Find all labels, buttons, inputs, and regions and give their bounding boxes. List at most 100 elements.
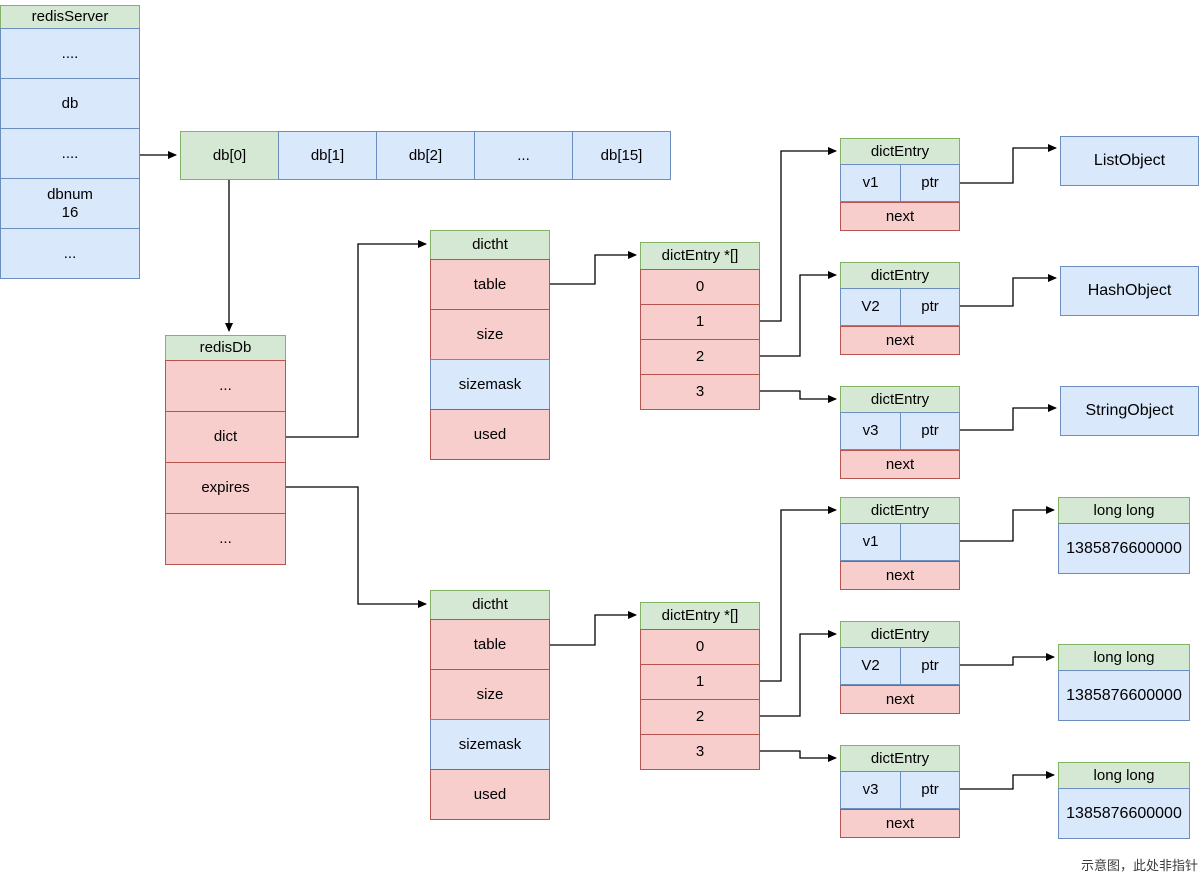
expire-entry-v1-ptr [900,523,960,561]
arrow-slot2-to-entry-v2 [760,271,837,357]
db-array-cell-ellipsis: ... [474,131,573,180]
arrow-to-longlong-3 [960,771,1055,790]
dict-entry-v3-header: dictEntry [840,386,960,413]
expire-entry-v3-header: dictEntry [840,745,960,772]
redis-server-table: redisServer .... db .... dbnum 16 ... [0,5,140,279]
dict-entry-v2-next: next [840,326,960,355]
long-long-3-header: long long [1058,762,1190,789]
dict-entry-v3-kv-row: v3 ptr [840,412,960,450]
redis-server-row-db: db [0,78,140,129]
expire-entry-v1-next: next [840,561,960,590]
list-object-label: ListObject [1060,136,1199,186]
dict-entry-v1-kv-row: v1 ptr [840,164,960,202]
arrow-slot1-to-expire-entry-v1 [760,506,837,682]
arrow-slot1-to-entry-v1 [760,147,837,322]
bucket-array-expires: dictEntry *[] 0 1 2 3 [640,602,760,770]
long-long-1-value: 1385876600000 [1058,523,1190,574]
dict-entry-v3: dictEntry v3 ptr next [840,386,960,479]
arrow-slot2-to-expire-entry-v2 [760,630,837,717]
dictht-expires-row-sizemask: sizemask [430,719,550,770]
db-array-cell-15: db[15] [572,131,671,180]
expire-entry-v1-key: v1 [840,523,901,561]
arrow-table-to-bucket-bottom [550,611,637,646]
redis-db-row-3: ... [165,513,286,565]
dict-entry-v1: dictEntry v1 ptr next [840,138,960,231]
dict-entry-v1-header: dictEntry [840,138,960,165]
expire-entry-v2-header: dictEntry [840,621,960,648]
redis-db-table: redisDb ... dict expires ... [165,335,286,565]
bucket-dict-header: dictEntry *[] [640,242,760,270]
arrow-slot3-to-expire-entry-v3 [760,750,837,762]
bucket-expires-slot-2: 2 [640,699,760,735]
redis-db-row-expires: expires [165,462,286,514]
expire-entry-v2-next: next [840,685,960,714]
bucket-expires-header: dictEntry *[] [640,602,760,630]
db-array-cell-0: db[0] [180,131,279,180]
bucket-dict-slot-0: 0 [640,269,760,305]
long-long-2-value: 1385876600000 [1058,670,1190,721]
dictht-dict-row-used: used [430,409,550,460]
long-long-3-value: 1385876600000 [1058,788,1190,839]
redis-server-row-0: .... [0,28,140,79]
expire-entry-v1-header: dictEntry [840,497,960,524]
redis-server-header: redisServer [0,5,140,29]
expire-entry-v3-key: v3 [840,771,901,809]
arrow-ptr-to-listobject [960,144,1057,184]
long-long-2-header: long long [1058,644,1190,671]
long-long-1-header: long long [1058,497,1190,524]
dictht-expires-header: dictht [430,590,550,620]
bucket-expires-slot-3: 3 [640,734,760,770]
arrow-to-longlong-1 [960,506,1055,542]
dictht-dict-row-sizemask: sizemask [430,359,550,410]
arrow-ptr-to-hashobject [960,274,1057,307]
dictht-expires-row-table: table [430,619,550,670]
redis-db-row-0: ... [165,360,286,412]
dict-entry-v1-next: next [840,202,960,231]
bucket-array-dict: dictEntry *[] 0 1 2 3 [640,242,760,410]
bucket-dict-slot-1: 1 [640,304,760,340]
arrow-ptr-to-stringobject [960,404,1057,431]
expire-entry-v2: dictEntry V2 ptr next [840,621,960,714]
expire-entry-v3-ptr: ptr [900,771,960,809]
db-array-cell-1: db[1] [278,131,377,180]
bucket-dict-slot-3: 3 [640,374,760,410]
hash-object-label: HashObject [1060,266,1199,316]
arrow-to-longlong-2 [960,653,1055,666]
db-array-cell-2: db[2] [376,131,475,180]
dictht-expires-row-used: used [430,769,550,820]
long-long-box-1: long long 1385876600000 [1058,497,1190,574]
dict-entry-v2: dictEntry V2 ptr next [840,262,960,355]
redis-server-row-4: ... [0,228,140,279]
dictht-expires-row-size: size [430,669,550,720]
dictht-dict-table: dictht table size sizemask used [430,230,550,460]
bucket-expires-slot-0: 0 [640,629,760,665]
list-object-box: ListObject [1060,136,1199,186]
bucket-expires-slot-1: 1 [640,664,760,700]
redis-server-row-dbnum: dbnum 16 [0,178,140,229]
redis-db-header: redisDb [165,335,286,361]
string-object-label: StringObject [1060,386,1199,436]
dictht-dict-header: dictht [430,230,550,260]
dictht-dict-row-table: table [430,259,550,310]
arrow-expires-to-dictht [286,486,427,608]
expire-entry-v2-key: V2 [840,647,901,685]
hash-object-box: HashObject [1060,266,1199,316]
dict-entry-v1-ptr: ptr [900,164,960,202]
long-long-box-2: long long 1385876600000 [1058,644,1190,721]
expire-entry-v2-kv-row: V2 ptr [840,647,960,685]
dict-entry-v2-kv-row: V2 ptr [840,288,960,326]
expire-entry-v1-kv-row: v1 [840,523,960,561]
expire-entry-v2-ptr: ptr [900,647,960,685]
expire-entry-v1: dictEntry v1 next [840,497,960,590]
redis-db-row-dict: dict [165,411,286,463]
arrow-slot3-to-entry-v3 [760,390,837,403]
dict-entry-v3-ptr: ptr [900,412,960,450]
footnote-caption: 示意图，此处非指针 [1080,858,1198,873]
dictht-dict-row-size: size [430,309,550,360]
dict-entry-v1-key: v1 [840,164,901,202]
redis-server-row-2: .... [0,128,140,179]
dict-entry-v3-next: next [840,450,960,479]
arrow-dict-to-dictht [286,240,427,438]
dict-entry-v2-ptr: ptr [900,288,960,326]
